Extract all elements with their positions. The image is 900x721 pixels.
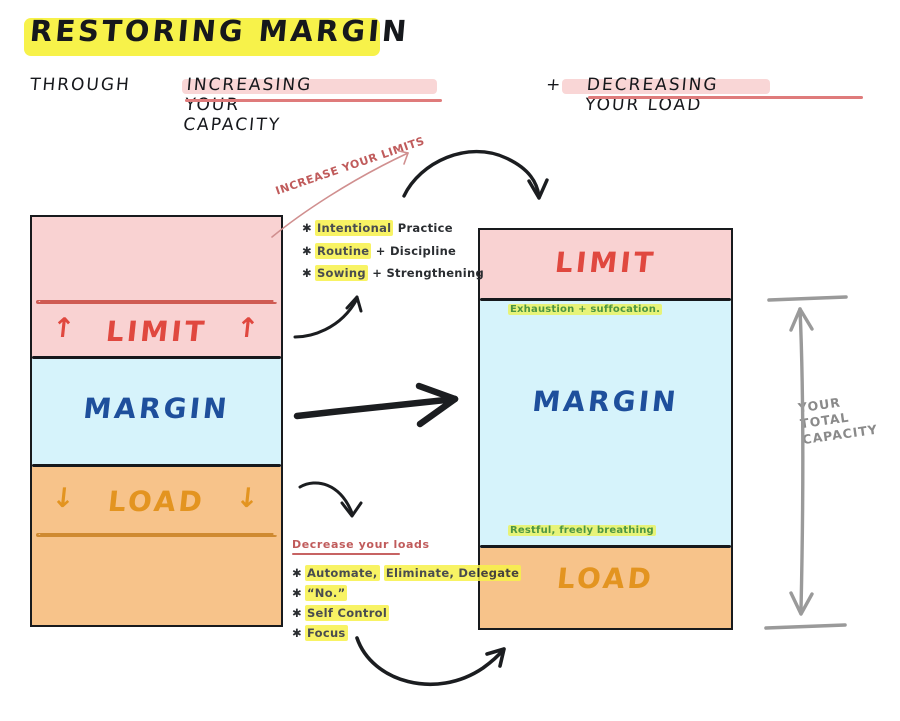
decrease-bullet-4: ✱Focus [292,625,348,641]
increase-bullet-2: ✱Routine + Discipline [302,243,457,259]
decrease-heading-underline [292,553,400,555]
decrease-bullet-3: ✱Self Control [292,605,390,621]
increase-bullet-3-highlight: Sowing [314,265,368,281]
title-highlight [24,18,380,56]
decrease-bullet-4-highlight: Focus [304,625,348,641]
capacity-arrow-head-down [789,591,814,616]
bullet-star-icon: ✱ [292,626,302,640]
bottom-curved-arrow [355,636,505,687]
bullet-star-icon: ✱ [302,266,312,280]
bullet-star-icon: ✱ [292,566,302,580]
capacity-arrow-head-up [789,307,814,332]
subtitle-underline-2 [588,96,863,99]
after-load-band [480,548,731,628]
decrease-bullet-1-highlight: Automate, [304,565,380,581]
decrease-bullet-2: ✱“No.” [292,585,348,601]
top-curved-arrow-head [527,178,549,200]
bullet-star-icon: ✱ [292,586,302,600]
increase-small-arrow-head [345,295,363,313]
before-limit-dashed-line [36,300,277,304]
after-note-bottom: Restful, freely breathing [508,525,656,536]
capacity-bottom-cap [764,623,847,630]
top-curved-arrow [402,149,541,198]
decrease-bullet-2-highlight: “No.” [304,585,348,601]
center-arrow-shaft [293,395,459,420]
before-load-dashed-line [36,533,277,537]
page-title: RESTORING MARGIN [24,14,411,56]
decrease-bullet-1-rest: Eliminate, Delegate [383,565,522,581]
increase-leader-line [271,152,409,238]
increase-bullet-2-highlight: Routine [314,243,372,259]
before-divider-margin-load [32,464,281,467]
increase-leader-tip [398,150,409,165]
increase-bullet-1: ✱Intentional Practice [302,220,453,236]
after-limit-band [480,230,731,298]
center-arrow-head [415,382,459,428]
bottom-curved-arrow-head [485,647,506,668]
decrease-small-arrow [298,481,354,515]
after-state-box: LIMIT Exhaustion + suffocation. MARGIN R… [478,228,733,630]
before-state-box: LIMIT ↑ ↑ MARGIN LOAD ↓ ↓ [30,215,283,627]
decrease-bullet-1: ✱Automate, Eliminate, Delegate [292,565,522,581]
increase-bullet-1-rest: Practice [397,221,453,235]
before-margin-band [32,359,281,464]
decrease-annotation-heading: Decrease your loads [292,538,430,551]
after-note-top: Exhaustion + suffocation. [508,304,663,315]
bullet-star-icon: ✱ [302,221,312,235]
after-divider-margin-load [480,545,731,548]
bullet-star-icon: ✱ [302,244,312,258]
decrease-bullet-3-highlight: Self Control [304,605,390,621]
after-note-top-text: Exhaustion + suffocation. [508,304,663,315]
increase-bullet-3: ✱Sowing + Strengthening [302,265,485,281]
capacity-top-cap [767,295,848,302]
before-limit-band [32,217,281,357]
increase-small-arrow [293,297,359,339]
increase-bullet-3-rest: + Strengthening [372,266,485,280]
increase-bullet-2-rest: + Discipline [375,244,457,258]
decrease-small-arrow-head [340,501,363,518]
bullet-star-icon: ✱ [292,606,302,620]
before-divider-limit-margin [32,356,281,359]
subtitle-highlight-2 [562,79,770,94]
subtitle-underline-1 [185,99,442,102]
after-divider-limit-margin [480,298,731,301]
capacity-arrow-shaft [798,307,805,612]
increase-bullet-1-highlight: Intentional [314,220,394,236]
before-load-band [32,467,281,625]
subtitle-highlight-1 [182,79,437,94]
after-margin-band [480,301,731,546]
after-note-bottom-text: Restful, freely breathing [508,525,656,536]
